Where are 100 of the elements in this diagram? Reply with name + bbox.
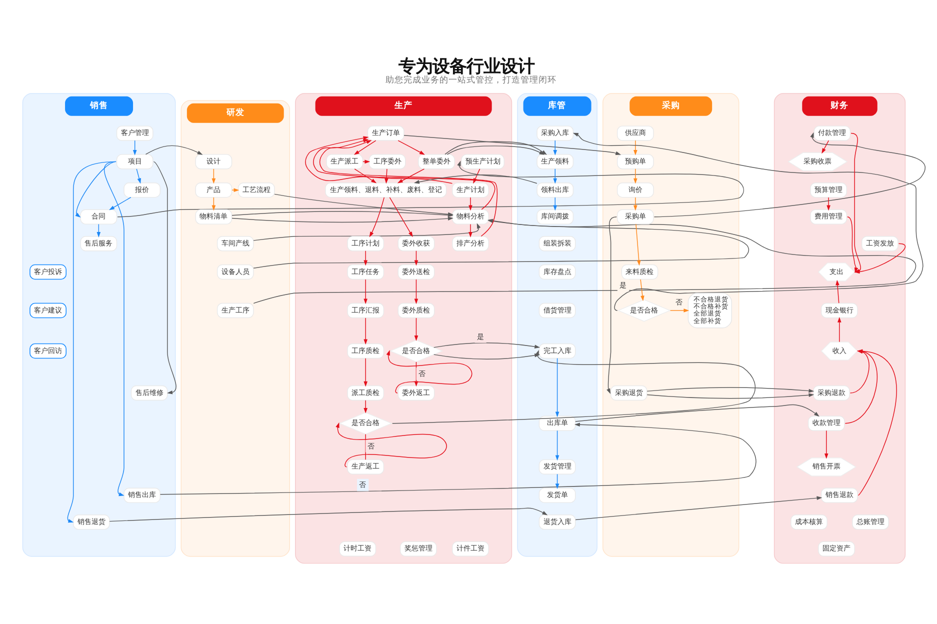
node-box: 客户建议: [30, 302, 67, 318]
node-box: 生产派工: [326, 154, 364, 169]
node-diamond: 是否合格: [617, 298, 672, 322]
edge-label: 否: [676, 296, 683, 306]
arrow: [636, 223, 641, 266]
arrow: [104, 160, 124, 496]
arrow: [389, 196, 413, 237]
arrow: [398, 140, 425, 154]
arrow: [654, 132, 926, 217]
node-box: 完工入库: [538, 342, 576, 358]
arrow: [414, 278, 418, 304]
arrow: [364, 250, 368, 266]
node-box: 工艺流程: [238, 182, 275, 198]
node-box: 物料清单: [195, 208, 232, 224]
node-box: 预生产计划: [461, 154, 504, 169]
arrow: [414, 361, 418, 386]
arrow: [212, 168, 216, 184]
arrow: [646, 386, 814, 398]
arrow: [354, 140, 376, 154]
node-box: 固定资产: [818, 540, 855, 556]
arrow: [824, 430, 828, 458]
node-box: 付款管理: [814, 125, 851, 140]
node-box: 总账管理: [852, 514, 889, 530]
arrow: [132, 140, 137, 155]
arrow: [109, 196, 132, 210]
arrow: [364, 317, 368, 344]
node-box: 工序计划: [347, 236, 384, 251]
node-box: 奖惩管理: [400, 540, 437, 556]
arrow: [634, 140, 638, 155]
node-box: 库存盘点: [538, 264, 576, 280]
node-box: 生产工序: [216, 302, 254, 318]
node-box: 客户投诉: [30, 264, 67, 280]
node-diamond: 是否合格: [389, 339, 444, 362]
node-box: 预算管理: [810, 182, 847, 198]
arrow: [634, 196, 638, 210]
node-box: 工序质检: [347, 342, 384, 358]
arrow: [364, 358, 368, 386]
edge-label: 否: [368, 440, 375, 450]
node-box: 设计: [195, 154, 232, 169]
arrow: [575, 404, 820, 422]
arrow: [838, 316, 842, 342]
node-box: 整单委外: [418, 154, 455, 169]
node-box: 退货入库: [538, 514, 576, 530]
node-box: 采购退款: [813, 384, 850, 400]
arrow: [319, 140, 498, 236]
node-box: 销售退款: [820, 487, 858, 502]
arrow: [414, 317, 418, 340]
node-box: 售后服务: [80, 236, 118, 251]
arrow: [553, 140, 558, 155]
arrow: [555, 473, 560, 489]
arrow: [553, 168, 558, 184]
node-box: 领料出库: [536, 182, 574, 198]
node-box: 售后维修: [130, 384, 168, 400]
node-box: 工序汇报: [347, 302, 384, 318]
node-box: 采购退货: [610, 384, 648, 400]
node-box: 生产领料: [536, 154, 574, 169]
node-box: 费用管理: [810, 208, 847, 224]
node-box: 成本核算: [790, 514, 828, 530]
arrow: [640, 278, 644, 301]
edge-label: 否: [359, 480, 366, 489]
arrow: [836, 279, 840, 303]
arrow: [364, 278, 368, 304]
edge-label: 否: [418, 368, 426, 378]
arrow: [444, 140, 547, 154]
node-box: 库间调拨: [536, 208, 574, 224]
node-box: 采购入库: [536, 125, 574, 140]
node-box: 来料质检: [621, 264, 658, 280]
node-box: 销售退货: [73, 514, 110, 530]
node-box: 生产订单: [367, 125, 404, 140]
node-box: 生产领料、退料、补料、废料、登记: [325, 182, 447, 198]
arrow: [336, 422, 447, 467]
arrow: [555, 357, 560, 417]
caption: 助您完成业务的一站式管控，打造管理闭环: [386, 74, 557, 85]
node-box: 生产返工: [347, 458, 384, 474]
arrow: [386, 349, 472, 393]
edge-label: 是: [620, 280, 627, 289]
node-box: 生产计划: [452, 182, 489, 198]
node-box: 项目: [116, 154, 154, 169]
node-box: 出库单: [538, 415, 576, 430]
arrow: [397, 168, 425, 183]
arrow: [572, 132, 924, 310]
node-box: 工序委外: [368, 154, 406, 169]
node-box: 预购单: [616, 154, 654, 169]
node-box: 供应商: [616, 125, 654, 140]
arrow: [160, 422, 756, 494]
arrow: [312, 138, 496, 210]
node-box: 客户管理: [116, 125, 154, 140]
arrow: [468, 223, 472, 237]
node-box: 现金银行: [820, 302, 858, 318]
arrow: [606, 216, 617, 394]
node-box: 发货单: [538, 487, 576, 502]
arrow: [305, 136, 453, 184]
node-box: 排产分析: [452, 236, 489, 251]
arrow: [404, 134, 622, 154]
edge-label: 是: [476, 331, 484, 340]
node-diamond: 是否合格: [338, 412, 393, 434]
node-box: 物料分析: [452, 208, 489, 224]
node-box: 设备人员: [216, 264, 254, 280]
arrow: [384, 168, 388, 184]
arrow: [575, 496, 822, 520]
